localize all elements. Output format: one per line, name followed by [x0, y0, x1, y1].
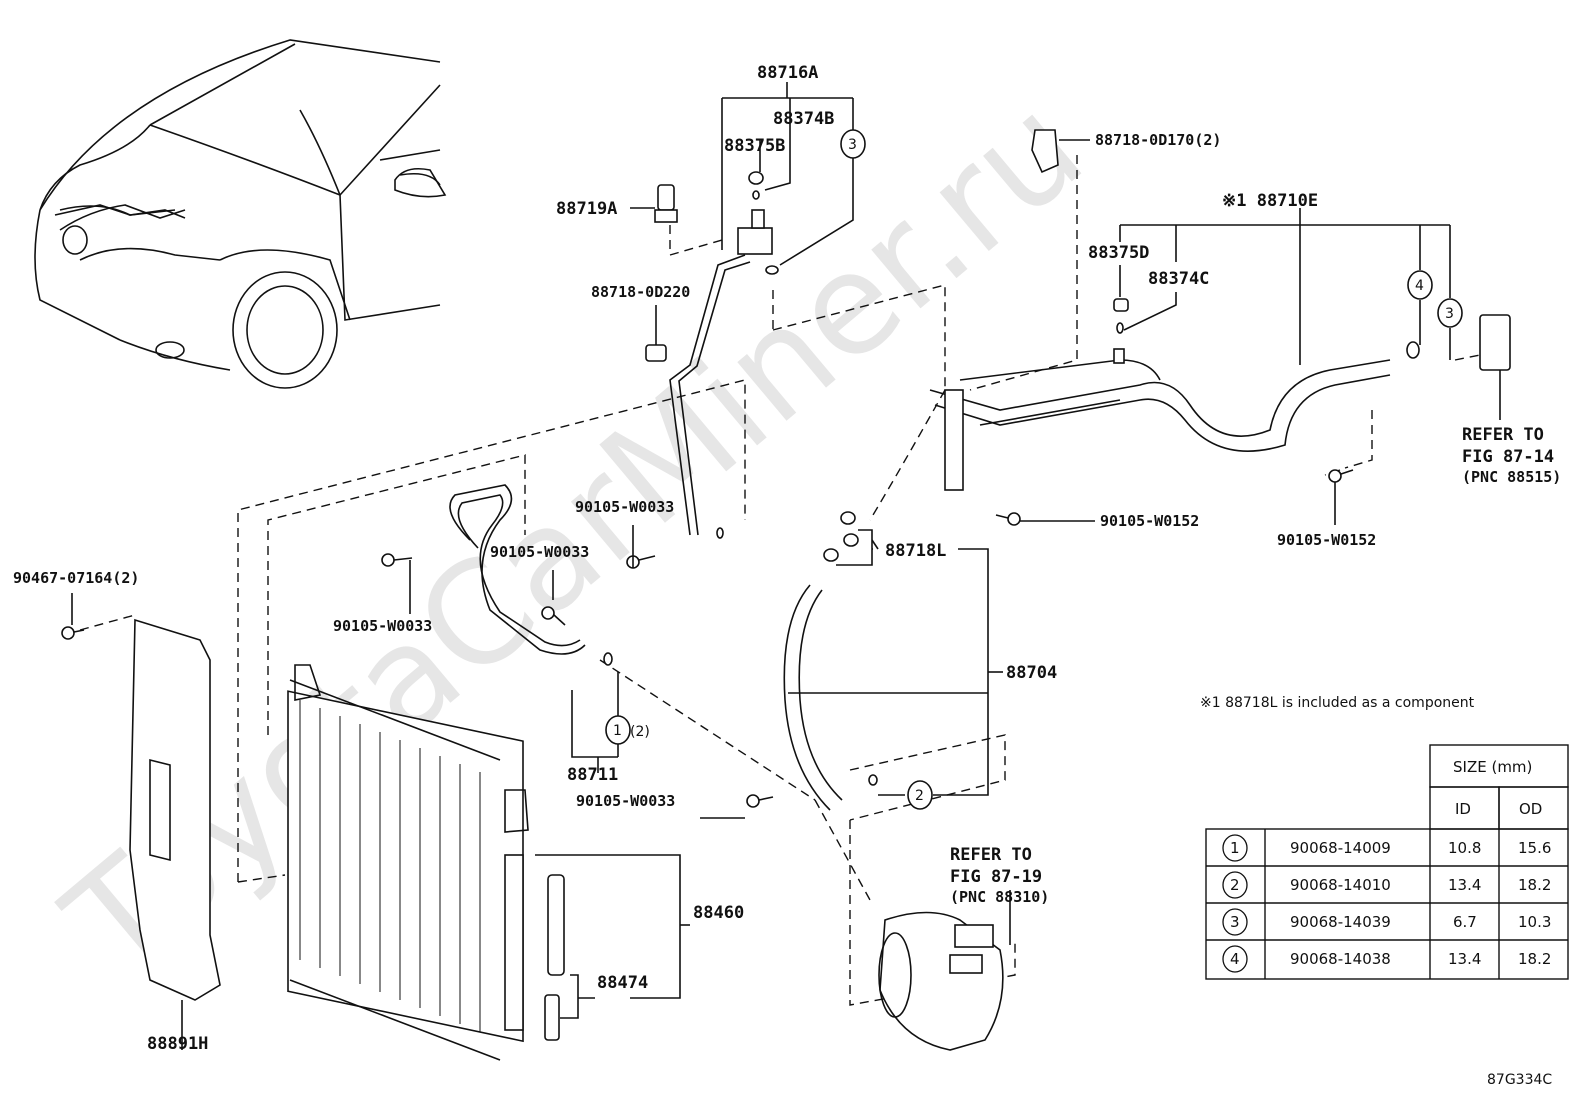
label-88710E: ※1 88710E	[1222, 191, 1318, 211]
label-88474: 88474	[597, 973, 648, 993]
table-col-id: ID	[1455, 800, 1471, 818]
svg-text:(PNC 88515): (PNC 88515)	[1462, 468, 1561, 486]
svg-text:1: 1	[613, 723, 622, 739]
svg-text:15.6: 15.6	[1518, 839, 1551, 857]
label-88718-0D220: 88718-0D220	[591, 283, 690, 301]
label-90105-W0033-mid: 90105-W0033	[490, 543, 589, 561]
label-88711: 88711	[567, 765, 618, 785]
label-88718-0D170: 88718-0D170(2)	[1095, 131, 1221, 149]
label-88375D: 88375D	[1088, 243, 1149, 263]
svg-text:6.7: 6.7	[1453, 913, 1477, 931]
label-90467-07164: 90467-07164(2)	[13, 569, 139, 587]
svg-text:3: 3	[1445, 306, 1454, 322]
label-88891H: 88891H	[147, 1034, 208, 1054]
vehicle-illustration	[34, 39, 447, 389]
svg-text:10.3: 10.3	[1518, 913, 1551, 931]
callout-3-top: 3	[840, 129, 866, 159]
svg-text:18.2: 18.2	[1518, 876, 1551, 894]
label-88374C: 88374C	[1148, 269, 1209, 289]
footnote: ※1 88718L is included as a component	[1200, 695, 1475, 711]
svg-text:10.8: 10.8	[1448, 839, 1481, 857]
svg-text:13.4: 13.4	[1448, 876, 1481, 894]
svg-text:1: 1	[1230, 839, 1240, 857]
svg-text:2: 2	[915, 788, 924, 804]
callout-2: 2	[907, 780, 933, 810]
label-90105-W0033-left: 90105-W0033	[333, 617, 432, 635]
label-qty-2: (2)	[630, 724, 650, 740]
svg-text:90068-14039: 90068-14039	[1290, 913, 1391, 931]
label-90105-W0152-lower: 90105-W0152	[1277, 531, 1376, 549]
table-row: 4 90068-14038 13.4 18.2	[1222, 945, 1551, 973]
svg-text:3: 3	[1230, 913, 1240, 931]
label-90105-W0033-bottom: 90105-W0033	[576, 792, 675, 810]
compressor	[878, 911, 1004, 1051]
label-90105-W0033-top: 90105-W0033	[575, 498, 674, 516]
table-col-od: OD	[1519, 800, 1542, 818]
label-88704: 88704	[1006, 663, 1057, 683]
svg-text:4: 4	[1230, 950, 1240, 968]
callout-1: 1	[605, 715, 631, 745]
small-parts	[61, 129, 1511, 808]
condenser-88460	[287, 664, 529, 1061]
figure-code: 87G334C	[1487, 1072, 1552, 1088]
table-row: 1 90068-14009 10.8 15.6	[1222, 834, 1551, 862]
table-row: 3 90068-14039 6.7 10.3	[1222, 908, 1551, 936]
label-88719A: 88719A	[556, 199, 617, 219]
assembly-lines	[79, 155, 1481, 1006]
svg-text:4: 4	[1415, 278, 1424, 294]
oring-size-table: SIZE (mm) ID OD 1 90068-14009 10.8 15.6 …	[1205, 744, 1569, 980]
svg-text:REFER TO: REFER TO	[950, 845, 1032, 865]
label-88718L: 88718L	[885, 541, 946, 561]
svg-text:FIG 87-14: FIG 87-14	[1462, 447, 1554, 467]
part-labels: 88716A 88374B 88375B 88719A 88718-0D220 …	[13, 63, 1376, 1054]
svg-text:2: 2	[1230, 876, 1240, 894]
svg-text:18.2: 18.2	[1518, 950, 1551, 968]
svg-text:3: 3	[848, 137, 857, 153]
refer-note-87-14: REFER TO FIG 87-14 (PNC 88515)	[1462, 425, 1561, 486]
table-row: 2 90068-14010 13.4 18.2	[1222, 871, 1551, 899]
svg-text:13.4: 13.4	[1448, 950, 1481, 968]
label-88374B: 88374B	[773, 109, 834, 129]
svg-text:90068-14009: 90068-14009	[1290, 839, 1391, 857]
callout-3-right: 3	[1437, 298, 1463, 328]
leader-lines	[71, 82, 1501, 1050]
callouts: 3 4 3 1 2	[605, 129, 1463, 810]
svg-text:FIG 87-19: FIG 87-19	[950, 867, 1042, 887]
table-size-header: SIZE (mm)	[1453, 758, 1532, 776]
callout-4: 4	[1407, 270, 1433, 300]
receiver-88474	[544, 874, 565, 1041]
label-88716A: 88716A	[757, 63, 818, 83]
label-88375B: 88375B	[724, 136, 785, 156]
label-88460: 88460	[693, 903, 744, 923]
svg-text:REFER TO: REFER TO	[1462, 425, 1544, 445]
refer-note-87-19: REFER TO FIG 87-19 (PNC 88310)	[950, 845, 1049, 906]
svg-text:90068-14038: 90068-14038	[1290, 950, 1391, 968]
svg-text:(PNC 88310): (PNC 88310)	[950, 888, 1049, 906]
label-90105-W0152-right: 90105-W0152	[1100, 512, 1199, 530]
svg-text:90068-14010: 90068-14010	[1290, 876, 1391, 894]
seal-88891H	[129, 618, 221, 1001]
